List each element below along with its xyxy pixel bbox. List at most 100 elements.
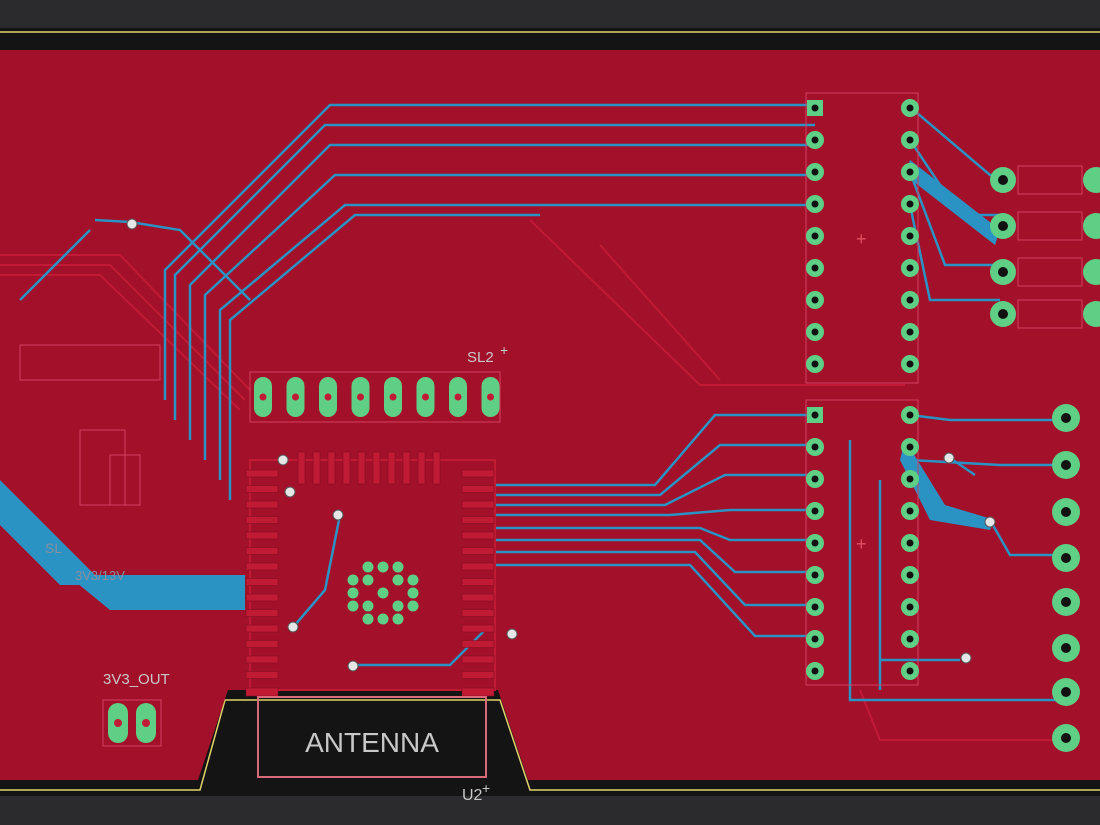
power-trace-bottom[interactable] [0, 495, 245, 610]
module-pad[interactable] [461, 578, 495, 586]
module-pad[interactable] [417, 451, 426, 485]
module-pad[interactable] [245, 655, 279, 664]
module-pad[interactable] [461, 593, 495, 602]
via[interactable] [284, 486, 296, 498]
module-pad[interactable] [245, 485, 279, 493]
header-sl2-drill [324, 393, 332, 401]
module-left-pads[interactable] [245, 469, 279, 697]
header-3v3-outline [102, 699, 162, 747]
module-u2[interactable]: ANTENNA U2 + [245, 451, 496, 804]
module-pad[interactable] [461, 655, 495, 664]
module-pad[interactable] [461, 671, 495, 679]
power-trace-right-2[interactable] [900, 440, 995, 530]
module-pad[interactable] [432, 451, 441, 485]
resistor-pad[interactable] [1083, 167, 1100, 193]
module-pad[interactable] [461, 516, 495, 524]
resistor-pad[interactable] [1083, 259, 1100, 285]
dip-drill [811, 232, 819, 240]
thermal-vias[interactable] [347, 561, 419, 625]
power-trace-left-diag[interactable] [0, 480, 105, 585]
module-pad[interactable] [372, 451, 381, 485]
resistor-pad[interactable] [1083, 213, 1100, 239]
via[interactable] [287, 621, 299, 633]
module-pad[interactable] [245, 547, 279, 555]
via[interactable] [277, 454, 289, 466]
dip-top-pads[interactable] [806, 99, 919, 373]
module-pad[interactable] [461, 609, 495, 617]
smd-part-1[interactable] [79, 429, 126, 506]
module-pad[interactable] [245, 687, 279, 697]
via[interactable] [506, 628, 518, 640]
module-pad[interactable] [245, 671, 279, 679]
via[interactable] [126, 218, 138, 230]
dip-drill [906, 667, 914, 675]
resistor-pad[interactable] [1083, 301, 1100, 327]
module-pad[interactable] [245, 578, 279, 586]
thermal-via [407, 587, 419, 599]
module-pad[interactable] [245, 609, 279, 617]
module-top-pads[interactable] [297, 451, 441, 485]
header-3v3-out[interactable]: 3V3_OUT [102, 671, 170, 747]
module-pad[interactable] [245, 516, 279, 524]
module-pad[interactable] [245, 640, 279, 648]
via[interactable] [332, 509, 344, 521]
module-pad[interactable] [461, 547, 495, 555]
dip-drill [811, 296, 819, 304]
module-right-pads[interactable] [461, 469, 495, 697]
antenna-keepout[interactable] [257, 696, 487, 778]
module-pad[interactable] [402, 451, 411, 485]
header-sl2-drill [487, 393, 494, 401]
dip-socket-bottom[interactable]: + [805, 399, 919, 686]
board-outline [0, 31, 1100, 791]
module-pad[interactable] [297, 451, 306, 485]
smd-part-2[interactable] [109, 454, 141, 506]
via[interactable] [960, 652, 972, 664]
module-pad[interactable] [245, 624, 279, 633]
module-pad[interactable] [342, 451, 351, 485]
module-pad[interactable] [312, 451, 321, 485]
module-pad[interactable] [461, 469, 495, 478]
terminal-drill [1061, 643, 1071, 653]
vias[interactable] [126, 218, 996, 672]
module-pad[interactable] [357, 451, 366, 485]
header-3v3-drill-2 [142, 719, 150, 727]
module-pad[interactable] [461, 562, 495, 571]
dip-drill [811, 328, 819, 336]
dip-bottom-pads[interactable] [806, 406, 919, 680]
module-pad[interactable] [245, 562, 279, 571]
resistor-array[interactable] [990, 165, 1100, 329]
module-pad[interactable] [461, 624, 495, 633]
dip-socket-top[interactable]: + [805, 92, 919, 384]
dip-drill [906, 635, 914, 643]
module-pad[interactable] [387, 451, 396, 485]
module-pad[interactable] [245, 500, 279, 509]
module-pad[interactable] [461, 500, 495, 509]
terminal-drill [1061, 507, 1071, 517]
header-sl2-pads[interactable] [254, 377, 500, 417]
right-terminal-pads[interactable] [1052, 404, 1080, 752]
top-layer-traces[interactable] [0, 219, 1060, 741]
dip-drill [811, 264, 819, 272]
header-sl2[interactable]: SL2 + [249, 342, 508, 423]
left-components[interactable]: SL 3V3/13V [19, 344, 161, 583]
module-pad[interactable] [327, 451, 336, 485]
module-pad[interactable] [461, 687, 495, 697]
module-pad[interactable] [461, 640, 495, 648]
module-ref-label: U2 [462, 787, 483, 804]
module-pad[interactable] [461, 531, 495, 540]
bottom-layer-traces[interactable] [19, 103, 1060, 702]
module-pad[interactable] [461, 485, 495, 493]
dip-drill [906, 264, 914, 272]
dip-drill [811, 136, 819, 144]
via[interactable] [347, 660, 359, 672]
via[interactable] [943, 452, 955, 464]
via[interactable] [984, 516, 996, 528]
module-pad[interactable] [245, 531, 279, 540]
module-pad[interactable] [245, 469, 279, 478]
resistor-outline [1017, 257, 1083, 287]
header-sl2-drill [357, 393, 364, 401]
module-pad[interactable] [245, 593, 279, 602]
power-trace-right[interactable] [905, 160, 1000, 245]
thermal-via [377, 613, 389, 625]
